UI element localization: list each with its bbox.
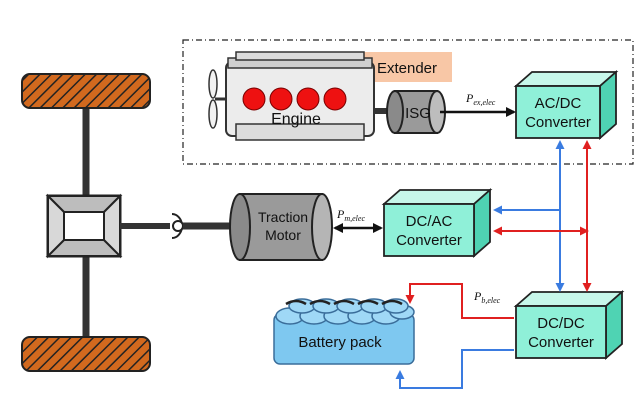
isg: ISG xyxy=(386,90,446,134)
blue-power-flow xyxy=(395,140,565,389)
svg-text:Pm,elec: Pm,elec xyxy=(336,207,365,223)
dcac-label-2: Converter xyxy=(396,232,462,249)
isg-label: ISG xyxy=(405,105,431,122)
shaft-coupling xyxy=(171,213,184,239)
dcdc-label-1: DC/DC xyxy=(537,315,585,332)
dcdc-converter: DC/DC Converter xyxy=(513,290,625,360)
acdc-label-1: AC/DC xyxy=(535,95,582,112)
acdc-label-2: Converter xyxy=(525,114,591,131)
rear-wheel xyxy=(21,336,151,372)
p-ex-label: Pex,elec xyxy=(465,91,496,107)
extender-boundary xyxy=(182,39,634,165)
acdc-converter: AC/DC Converter xyxy=(513,70,619,140)
svg-text:Pb,elec: Pb,elec xyxy=(473,289,501,305)
battery-label: Battery pack xyxy=(298,334,382,351)
dcdc-label-2: Converter xyxy=(528,334,594,351)
dcac-converter: DC/AC Converter xyxy=(381,188,493,258)
engine: Engine xyxy=(208,51,375,141)
battery-pack: Battery pack xyxy=(273,298,415,365)
traction-motor: Traction Motor xyxy=(229,193,333,261)
extender-label-bg xyxy=(362,52,452,82)
svg-text:Pex,elec: Pex,elec xyxy=(465,91,496,107)
fan-blade-icon xyxy=(208,69,218,99)
dcac-label-1: DC/AC xyxy=(406,213,453,230)
traction-motor-label-2: Motor xyxy=(265,227,301,243)
differential xyxy=(45,193,123,259)
red-power-flow xyxy=(405,140,592,319)
p-b-label: Pb,elec xyxy=(473,289,501,305)
engine-label: Engine xyxy=(271,111,321,128)
vehicle-chassis xyxy=(21,73,151,372)
traction-motor-label-1: Traction xyxy=(258,209,308,225)
p-m-label: Pm,elec xyxy=(336,207,365,223)
extender-label: Extender xyxy=(377,60,437,77)
front-wheel xyxy=(21,73,151,109)
